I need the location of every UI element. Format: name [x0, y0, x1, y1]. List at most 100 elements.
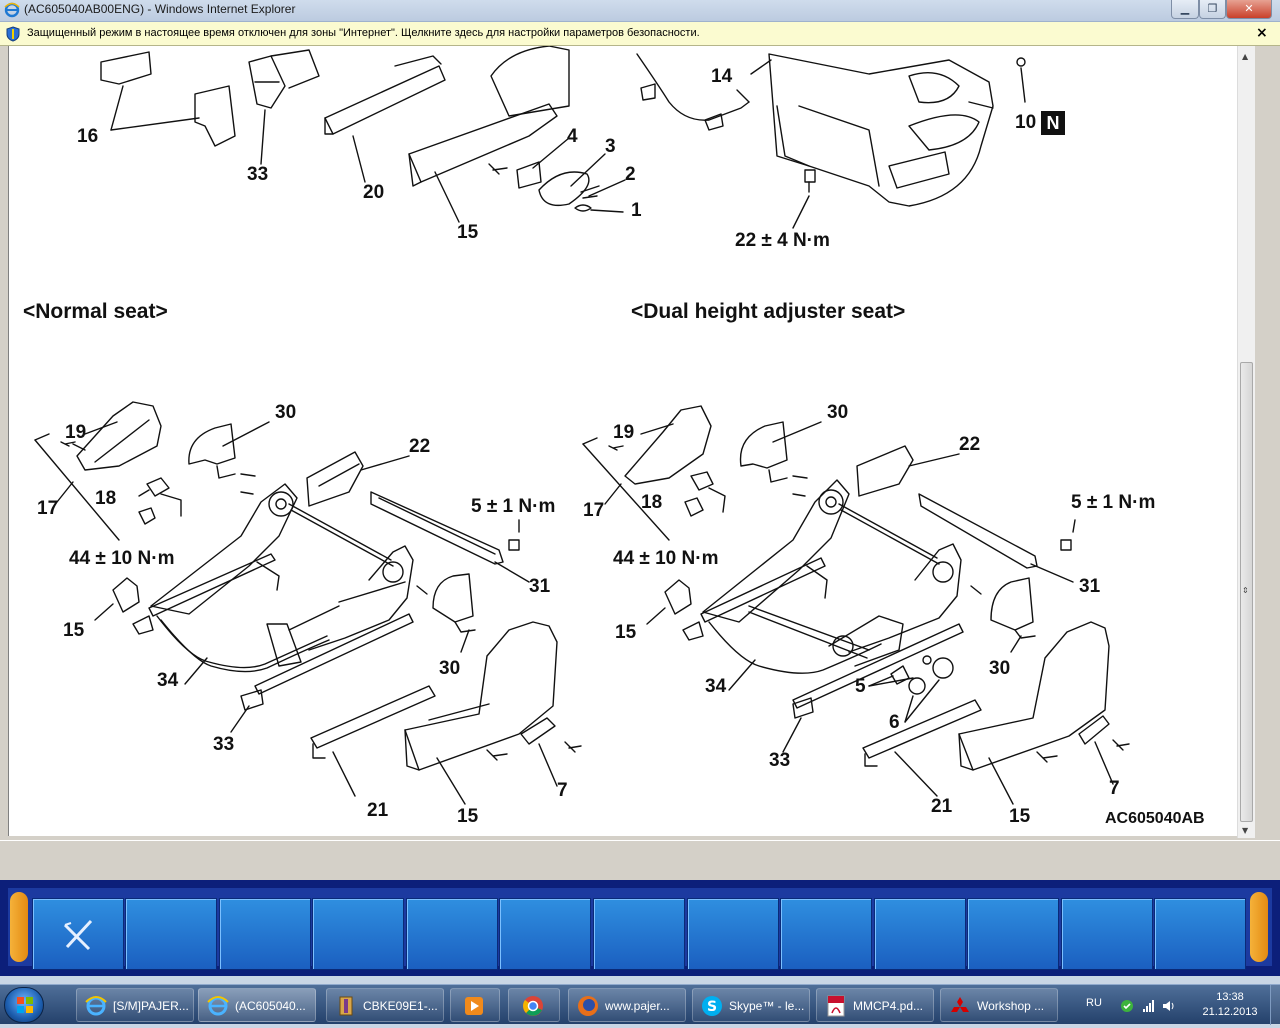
normal-callout-31: 31 — [529, 576, 551, 597]
security-infobar[interactable]: Защищенный режим в настоящее время отклю… — [0, 22, 1280, 46]
dual-callout-21: 21 — [931, 796, 953, 817]
normal-callout-21: 21 — [367, 800, 389, 821]
dual-callout-31: 31 — [1079, 576, 1101, 597]
normal-callout-7: 7 — [557, 780, 568, 801]
close-window-button[interactable]: ✕ — [1226, 0, 1272, 19]
scroll-down-arrow-icon[interactable]: ▼ — [1242, 826, 1249, 835]
function-key-10[interactable] — [874, 898, 966, 970]
function-key-bar — [0, 880, 1280, 976]
exit-button[interactable] — [32, 898, 124, 970]
maximize-button[interactable]: ❐ — [1199, 0, 1226, 19]
taskbar-item-archive[interactable]: CBKE09E1-... — [326, 988, 444, 1022]
language-indicator[interactable]: RU — [1086, 997, 1102, 1009]
dual-callout-7: 7 — [1109, 778, 1120, 799]
function-key-5[interactable] — [406, 898, 498, 970]
skype-icon: S — [702, 996, 722, 1016]
taskbar-item-chrome[interactable] — [508, 988, 560, 1022]
callout-14: 14 — [711, 66, 733, 87]
normal-callout-22: 22 — [409, 436, 431, 457]
security-tray-icon[interactable] — [1120, 999, 1134, 1013]
normal-callout-30b: 30 — [439, 658, 461, 679]
taskbar-item-firefox[interactable]: www.pajer... — [568, 988, 686, 1022]
volume-icon[interactable] — [1162, 999, 1176, 1013]
dual-callout-30b: 30 — [989, 658, 1011, 679]
clock-date[interactable]: 21.12.2013 — [1202, 1006, 1258, 1018]
infobar-message: Защищенный режим в настоящее время отклю… — [27, 27, 700, 39]
function-key-panel — [8, 888, 1272, 970]
seat-parts-diagram — [34, 46, 1130, 805]
normal-callout-19: 19 — [65, 422, 87, 443]
normal-torque-44: 44 ± 10 N·m — [69, 548, 175, 569]
callout-10: 10 — [1015, 112, 1037, 133]
show-desktop-button[interactable] — [1270, 985, 1280, 1025]
function-key-6[interactable] — [499, 898, 591, 970]
pdf-icon — [827, 995, 845, 1017]
dual-callout-33: 33 — [769, 750, 791, 771]
ie-icon — [207, 996, 229, 1016]
taskbar-item-skype[interactable]: S Skype™ - le... — [692, 988, 810, 1022]
normal-callout-34: 34 — [157, 670, 179, 691]
function-key-3[interactable] — [219, 898, 311, 970]
taskbar-item-label: [S/M]PAJER... — [113, 999, 189, 1013]
ie-icon — [85, 996, 107, 1016]
normal-seat-heading: <Normal seat> — [23, 300, 168, 323]
shield-icon — [6, 26, 20, 42]
dual-callout-15b: 15 — [1009, 806, 1031, 827]
dual-callout-15a: 15 — [615, 622, 637, 643]
callout-33: 33 — [247, 164, 269, 185]
callout-20: 20 — [363, 182, 385, 203]
callout-15: 15 — [457, 222, 479, 243]
callout-1: 1 — [631, 200, 642, 221]
taskbar-item-workshop[interactable]: Workshop ... — [940, 988, 1058, 1022]
dual-callout-5: 5 — [855, 676, 866, 697]
dual-callout-19: 19 — [613, 422, 635, 443]
document-area[interactable]: 16 33 20 15 4 3 2 1 14 10 N 22 ± 4 N·m <… — [8, 46, 1237, 836]
start-button[interactable] — [4, 987, 44, 1023]
normal-callout-18: 18 — [95, 488, 117, 509]
taskbar-item-ie-ac605040[interactable]: (AC605040... — [198, 988, 316, 1022]
normal-callout-33: 33 — [213, 734, 235, 755]
exit-cross-icon — [63, 919, 93, 951]
dual-callout-6: 6 — [889, 712, 900, 733]
mitsubishi-icon — [951, 997, 969, 1012]
taskbar-item-label: CBKE09E1-... — [363, 999, 438, 1013]
dual-seat-heading: <Dual height adjuster seat> — [631, 300, 906, 323]
network-signal-icon[interactable] — [1142, 999, 1156, 1013]
ie-icon — [4, 2, 20, 18]
close-icon: ✕ — [1244, 2, 1254, 15]
callout-2: 2 — [625, 164, 636, 185]
taskbar-item-media-player[interactable] — [450, 988, 500, 1022]
left-end-cap — [10, 892, 28, 962]
dual-torque-5: 5 ± 1 N·m — [1071, 492, 1156, 513]
taskbar-item-ie-pajero[interactable]: [S/M]PAJER... — [76, 988, 194, 1022]
taskbar-item-pdf[interactable]: MMCP4.pd... — [816, 988, 934, 1022]
svg-text:S: S — [707, 999, 717, 1015]
callout-16: 16 — [77, 126, 99, 147]
taskbar: [S/M]PAJER... (AC605040... CBKE09E1-... … — [0, 984, 1280, 1025]
function-key-7[interactable] — [593, 898, 685, 970]
scroll-grip-icon: ⇕ — [1242, 586, 1249, 595]
function-key-2[interactable] — [125, 898, 217, 970]
function-key-8[interactable] — [687, 898, 779, 970]
function-key-4[interactable] — [312, 898, 404, 970]
function-key-9[interactable] — [780, 898, 872, 970]
clock-time[interactable]: 13:38 — [1216, 991, 1244, 1003]
right-end-cap — [1250, 892, 1268, 962]
normal-callout-15a: 15 — [63, 620, 85, 641]
scroll-up-arrow-icon[interactable]: ▲ — [1242, 52, 1249, 61]
callout-4: 4 — [567, 126, 578, 147]
archive-icon — [339, 996, 353, 1016]
vertical-scrollbar[interactable]: ▲ ⇕ ▼ — [1237, 46, 1255, 838]
status-band — [0, 840, 1280, 880]
taskbar-item-label: Workshop ... — [977, 999, 1045, 1013]
minimize-button[interactable]: ▁ — [1171, 0, 1199, 19]
frame-right-border — [1255, 46, 1280, 840]
function-key-11[interactable] — [967, 898, 1059, 970]
function-key-13[interactable] — [1154, 898, 1246, 970]
firefox-icon — [578, 996, 598, 1016]
callout-3: 3 — [605, 136, 616, 157]
scrollbar-thumb[interactable] — [1240, 362, 1253, 822]
dual-callout-18: 18 — [641, 492, 663, 513]
function-key-12[interactable] — [1061, 898, 1153, 970]
infobar-close-button[interactable]: × — [1256, 25, 1268, 41]
